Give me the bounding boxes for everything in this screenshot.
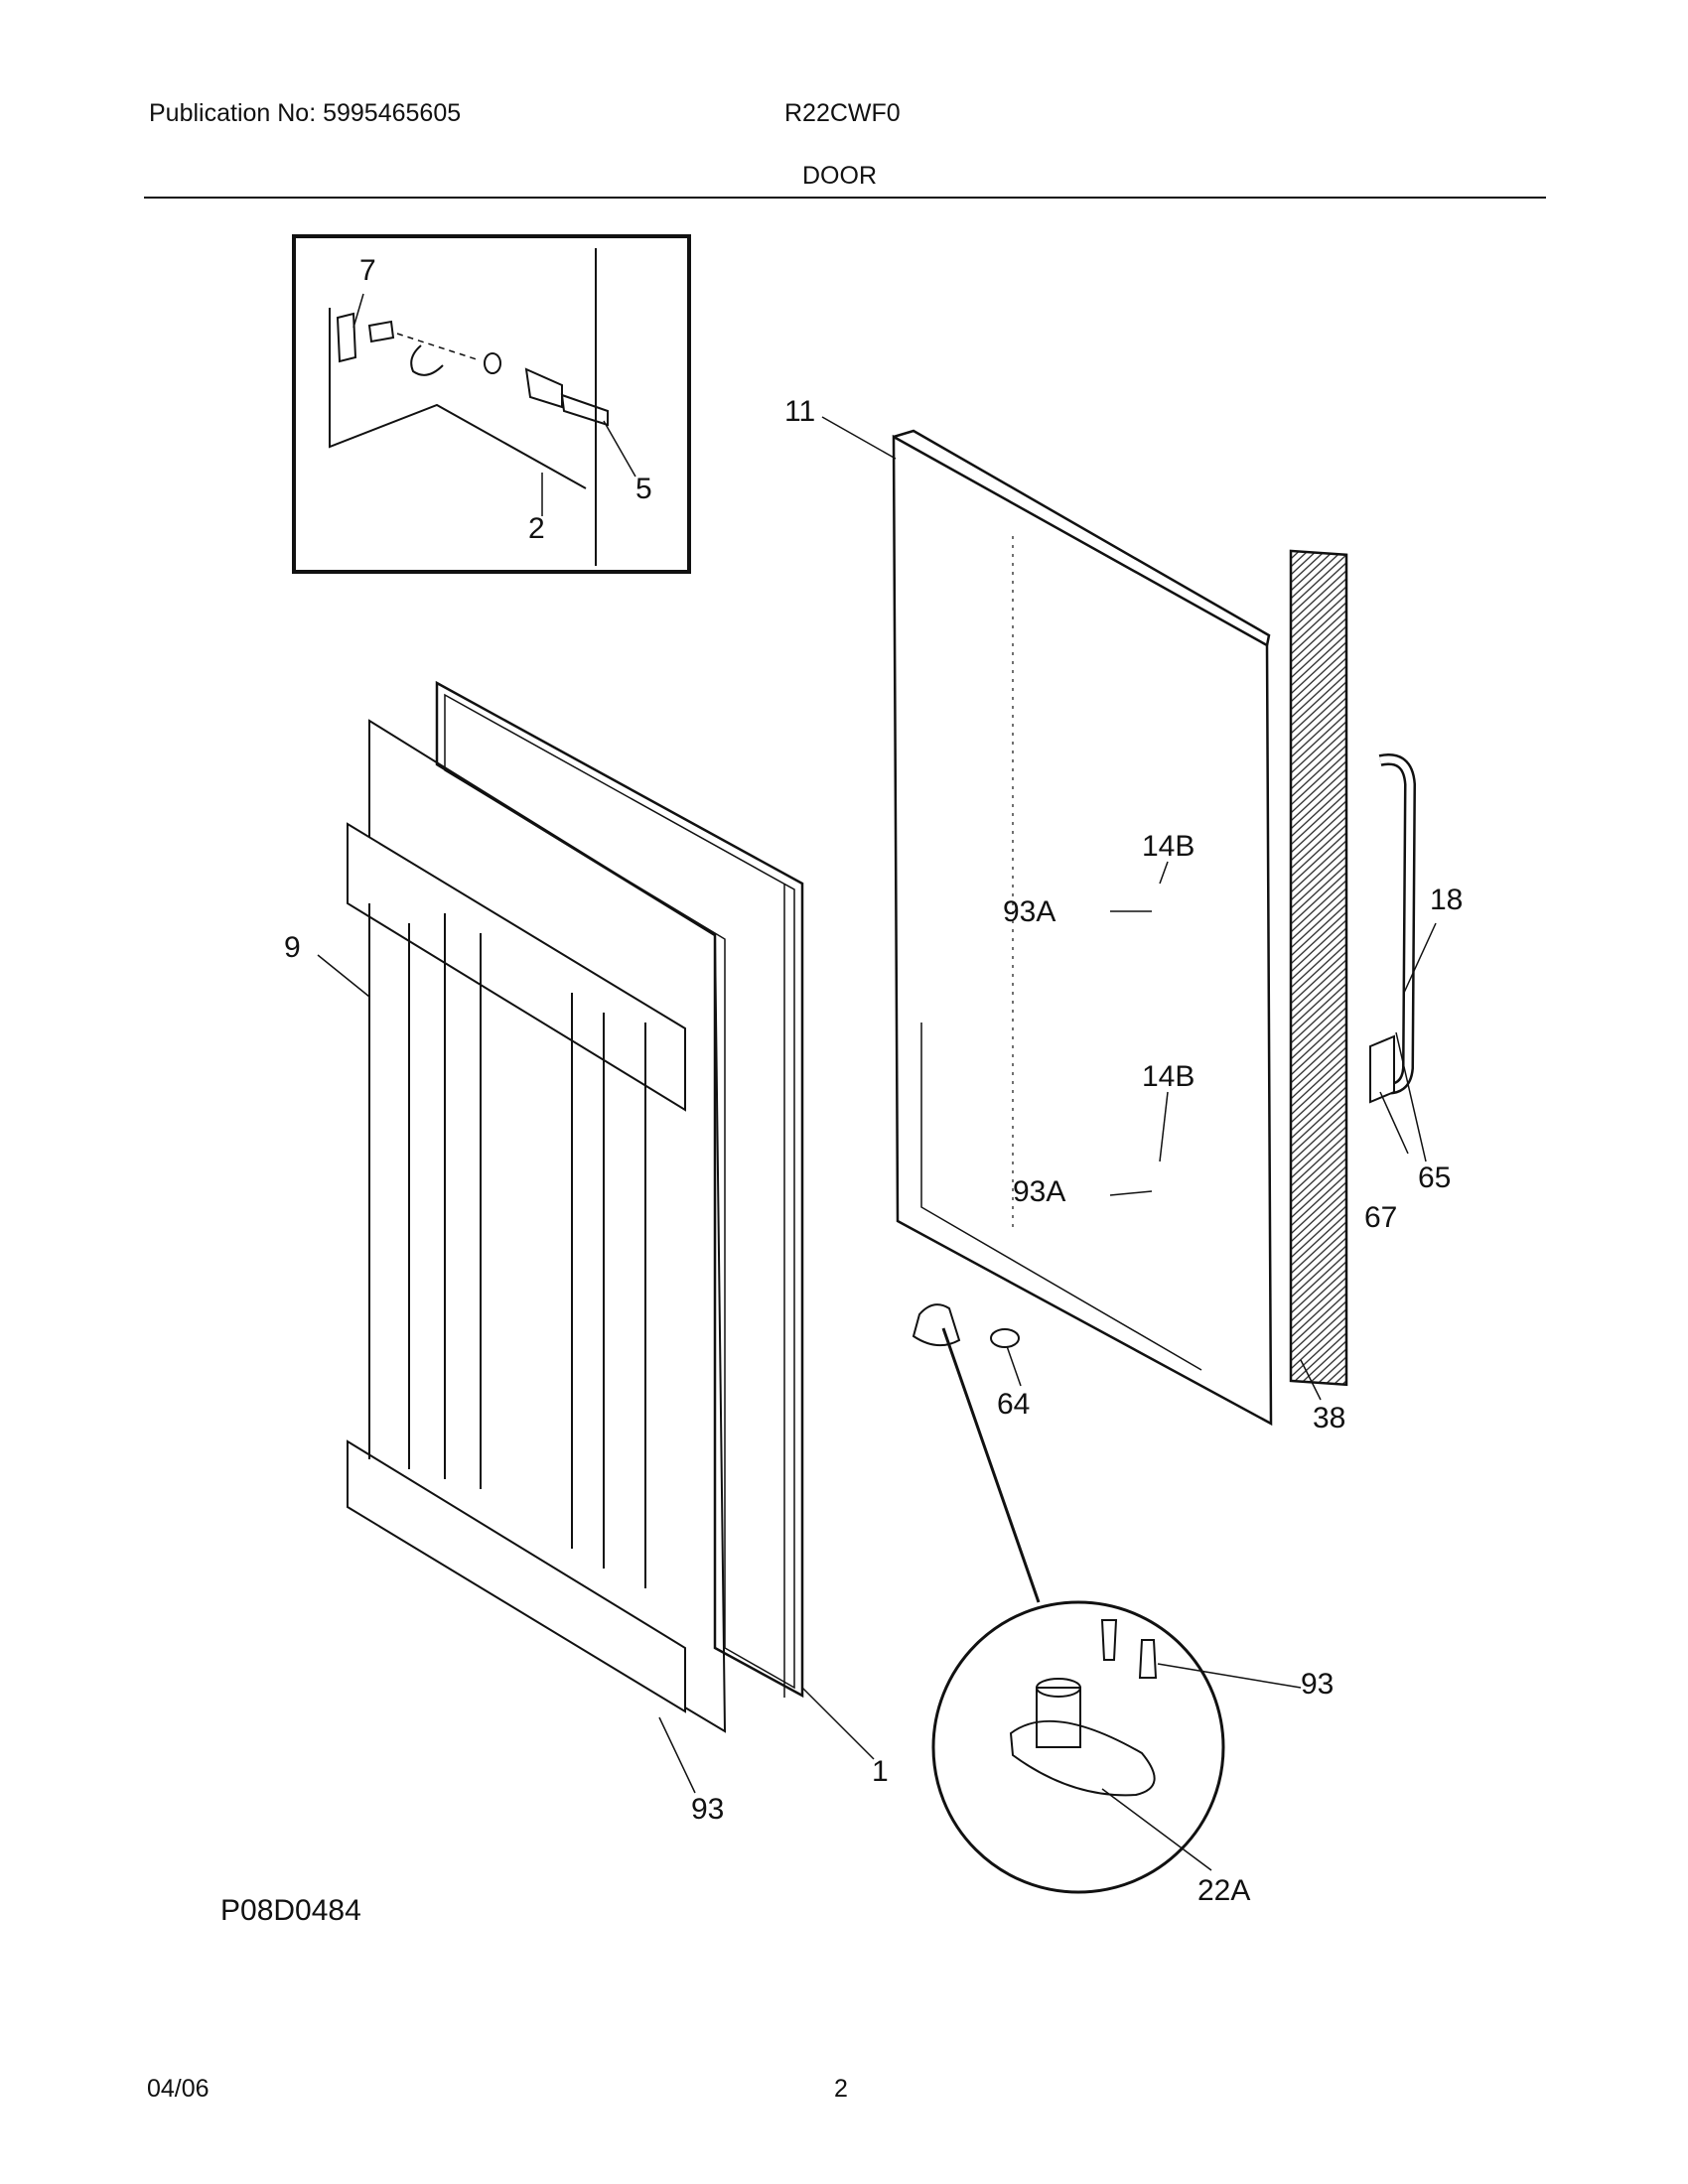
callout-1: 1 (872, 1755, 889, 1788)
callout-14b-top: 14B (1142, 830, 1195, 863)
callout-64: 64 (997, 1388, 1030, 1421)
callout-14b-bottom: 14B (1142, 1060, 1195, 1093)
callout-93a-top: 93A (1003, 895, 1055, 928)
callout-38: 38 (1313, 1402, 1345, 1434)
callout-11: 11 (784, 395, 815, 428)
footer-date: 04/06 (147, 2075, 210, 2103)
callout-2: 2 (528, 512, 545, 545)
figure-id: P08D0484 (220, 1894, 361, 1927)
outer-door-panel (892, 429, 1273, 1427)
callout-67: 67 (1364, 1201, 1397, 1234)
callout-93a-bottom: 93A (1013, 1175, 1065, 1208)
section-title: DOOR (802, 162, 877, 190)
callout-18: 18 (1430, 884, 1463, 916)
handle-trim-panel (1289, 549, 1348, 1387)
lock-key-part (560, 393, 609, 427)
strike-plate (1369, 1034, 1395, 1104)
hinge-pin-detail (931, 1327, 1225, 1894)
hinge-bushing (912, 1303, 961, 1347)
hinge-shim (990, 1328, 1020, 1348)
footer-page-number: 2 (834, 2075, 848, 2103)
door-gasket (435, 680, 804, 1699)
leader-lines (317, 416, 1437, 1871)
lock-detail-inset (292, 234, 691, 574)
lock-plate-part (336, 312, 357, 363)
header-rule (144, 197, 1546, 199)
callout-22a: 22A (1197, 1874, 1250, 1907)
callout-5: 5 (635, 473, 652, 505)
lock-hole (484, 352, 501, 374)
publication-number: Publication No: 5995465605 (149, 99, 462, 127)
callout-65: 65 (1418, 1161, 1451, 1194)
callout-93-right: 93 (1301, 1668, 1334, 1701)
model-number: R22CWF0 (784, 99, 901, 127)
lock-cam-part (367, 320, 395, 343)
lock-cylinder-part (524, 367, 563, 409)
callout-7: 7 (359, 254, 376, 287)
retaining-clip-part (410, 344, 444, 376)
callout-93-left: 93 (691, 1793, 724, 1826)
callout-9: 9 (284, 931, 301, 964)
inner-door-liner (347, 719, 727, 1733)
